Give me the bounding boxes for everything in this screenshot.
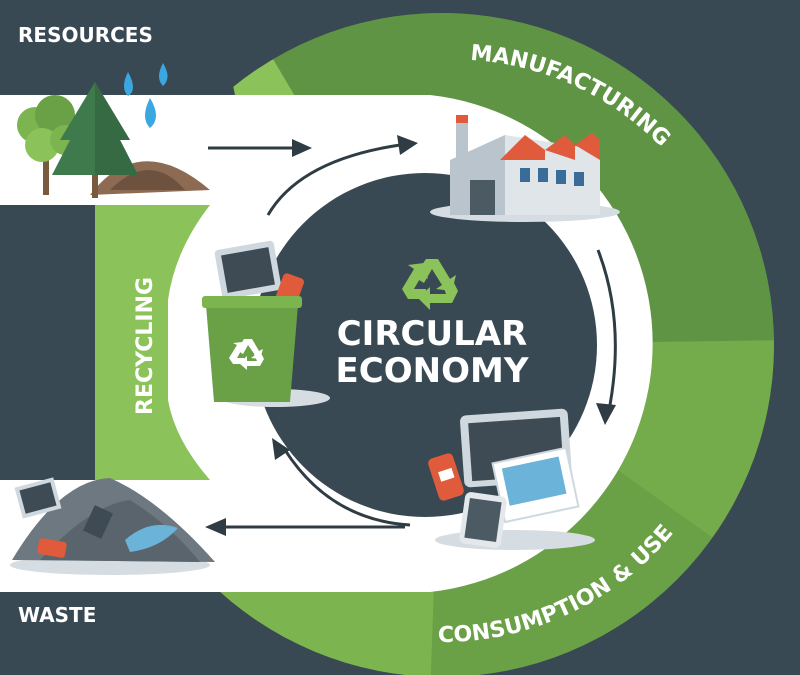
label-recycling: RECYCLING	[133, 277, 158, 415]
title-line2: ECONOMY	[336, 351, 529, 391]
factory-icon	[430, 115, 620, 222]
arrow-manufacturing-to-consumption	[596, 249, 617, 406]
title-line1: CIRCULAR	[337, 314, 528, 354]
water-drops-icon	[124, 63, 168, 128]
waste-pile-icon	[10, 477, 215, 575]
flow-arrows	[208, 143, 617, 529]
corner-bottom-left	[0, 592, 260, 675]
trees-icon	[17, 82, 210, 198]
recycle-icon	[402, 259, 458, 310]
arrow-recycling-to-manufacturing	[266, 143, 401, 216]
label-waste: WASTE	[18, 603, 96, 627]
recycling-bin-icon	[202, 240, 330, 407]
arrow-consumption-to-recycling	[283, 449, 411, 527]
devices-icon	[428, 408, 595, 550]
label-resources: RESOURCES	[18, 23, 153, 47]
corner-top-left	[0, 0, 250, 95]
recycling-band-inner	[95, 205, 210, 480]
arrow-heads	[205, 135, 616, 536]
